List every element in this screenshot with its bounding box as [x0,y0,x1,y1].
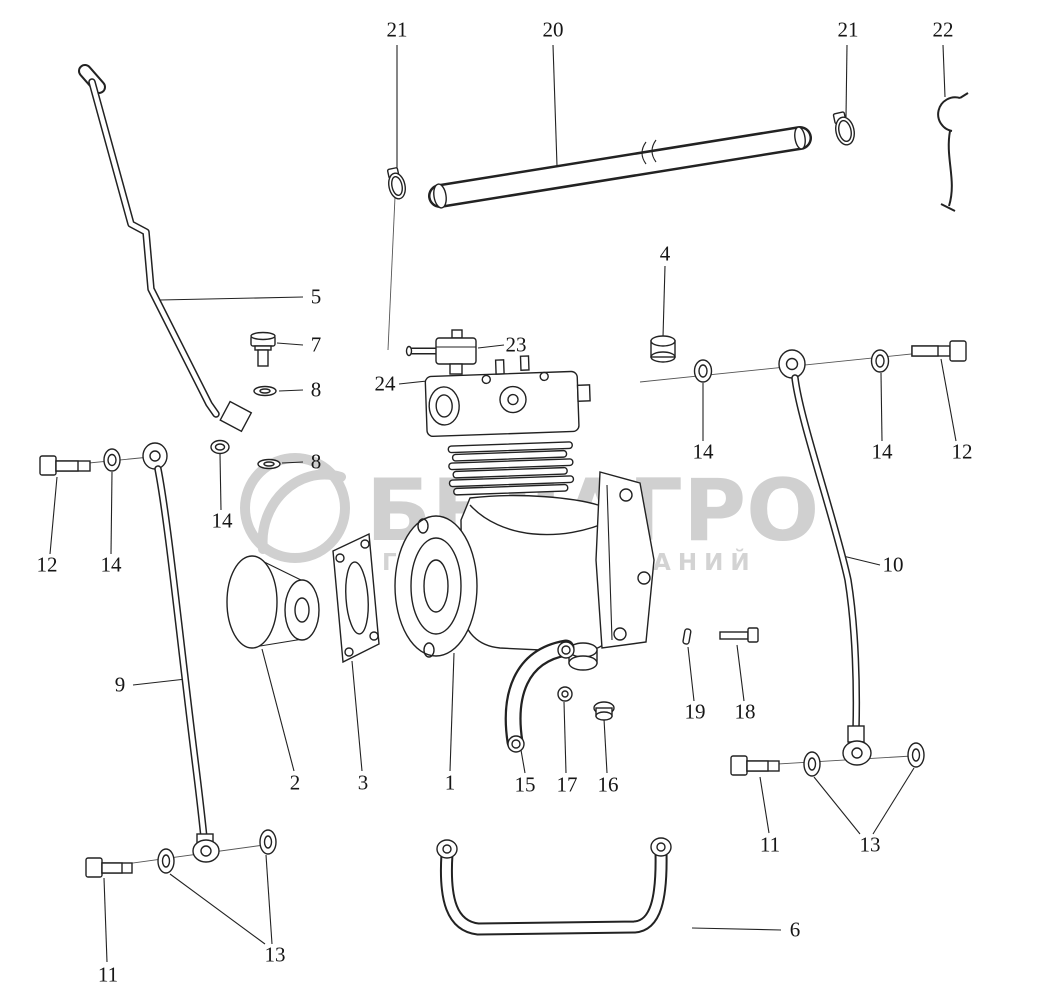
pipe-5 [78,64,253,433]
washer-14-center [693,359,713,383]
washer-8-upper [253,385,277,397]
callout-15-bracket: 15 [514,772,536,797]
bolt-11-left [85,857,133,878]
callout-23-valve: 23 [505,332,527,357]
washer-8-lower [257,458,281,470]
bolt-12-right [911,340,967,362]
callout-11-right: 11 [759,832,781,857]
bolt-11-right [730,755,780,776]
callout-14-midleft: 14 [211,508,233,533]
pin-19 [682,628,692,645]
retainer-22 [937,92,969,212]
washer-17 [557,686,573,702]
callout-9-pipe: 9 [114,672,126,697]
callout-13-right: 13 [859,832,881,857]
watermark-logo-icon [240,453,350,563]
callout-21-clamp-right: 21 [837,17,859,42]
callout-22-retainer: 22 [932,17,954,42]
callout-18-bolt: 18 [734,699,756,724]
callout-8-washer-lower: 8 [310,449,322,474]
pipe-10 [778,349,872,766]
callout-11-left: 11 [97,962,119,987]
washer-14-midleft [210,439,230,455]
callout-12-right: 12 [951,439,973,464]
callout-12-left: 12 [36,552,58,577]
callout-14-center: 14 [692,439,714,464]
hose-20 [428,126,812,209]
bolt-7 [250,331,276,367]
callout-21-clamp-left: 21 [386,17,408,42]
callout-19-pin: 19 [684,699,706,724]
callout-14-right: 14 [871,439,893,464]
head-24 [424,355,591,438]
plug-4 [650,335,676,363]
callout-17-washer: 17 [556,772,578,797]
callout-2-gear: 2 [289,770,301,795]
plug-16 [593,701,615,721]
callout-16-plug: 16 [597,772,619,797]
callout-24-head: 24 [374,371,396,396]
washers-13-right [803,742,925,777]
pipe-9 [142,442,220,863]
callout-7-bolt: 7 [310,332,322,357]
callout-8-washer-upper: 8 [310,377,322,402]
callout-5-pipe: 5 [310,284,322,309]
valve-23 [405,329,477,375]
gear-2 [226,555,320,649]
bolt-18 [719,627,759,643]
washers-13-left [157,829,277,874]
pipe-6 [436,837,672,936]
callout-3-gasket: 3 [357,770,369,795]
hose-clamp-right [832,111,855,146]
callout-6-pipe: 6 [789,917,801,942]
bracket-15 [504,639,575,753]
callout-1-compressor: 1 [444,770,456,795]
callout-4-plug: 4 [659,241,671,266]
bolt-12-left [39,455,91,476]
gasket-3 [332,532,380,664]
callout-13-left: 13 [264,942,286,967]
hose-clamp-left [386,167,406,200]
callout-10-pipe: 10 [882,552,904,577]
callout-20-hose: 20 [542,17,564,42]
callout-14-left: 14 [100,552,122,577]
washer-14-right [870,349,890,373]
washer-14-left [103,448,121,472]
compressor-1 [394,329,655,671]
